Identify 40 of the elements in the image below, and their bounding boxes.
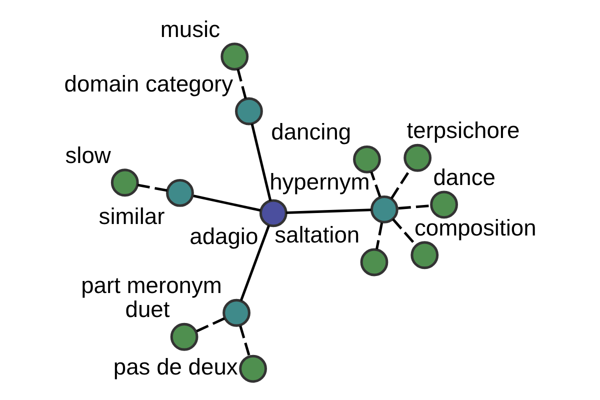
node-circle <box>166 179 194 207</box>
node-label: similar <box>98 202 165 229</box>
connector <box>196 317 225 332</box>
node-circle <box>222 298 250 327</box>
node-label: dancing <box>271 118 352 145</box>
connector <box>240 224 270 301</box>
node-label: composition <box>414 214 536 240</box>
node-label: domain category <box>64 70 234 96</box>
node-circle <box>430 190 458 219</box>
node-label: dance <box>433 164 496 190</box>
node-circle <box>220 42 249 71</box>
node-label: duet <box>125 296 170 322</box>
node-circle <box>410 241 439 270</box>
connector <box>392 218 416 246</box>
node-circle <box>235 97 263 126</box>
connector <box>376 222 384 250</box>
node-circle <box>110 168 139 197</box>
connector <box>286 208 372 214</box>
node-circle <box>370 195 398 224</box>
node-label: adagio <box>190 223 258 250</box>
connector <box>250 124 272 201</box>
node-circle <box>360 248 388 276</box>
node-label: part meronym <box>81 272 222 298</box>
connector <box>193 194 261 212</box>
node-label: music <box>160 16 220 42</box>
node-circle <box>170 322 198 351</box>
node-circle <box>404 144 432 172</box>
node-label: terpsichore <box>406 117 520 144</box>
node-label: slow <box>65 142 111 168</box>
connector <box>370 171 382 198</box>
node-label: saltation <box>274 221 360 248</box>
node-label: pas de deux <box>113 353 238 380</box>
node-circle <box>259 199 288 228</box>
connector <box>137 184 168 192</box>
node-circle <box>239 354 267 383</box>
connector <box>236 68 247 99</box>
connector <box>398 204 432 210</box>
node-label: hypernym <box>270 168 370 195</box>
connector <box>239 325 250 356</box>
node-circle <box>353 145 381 174</box>
